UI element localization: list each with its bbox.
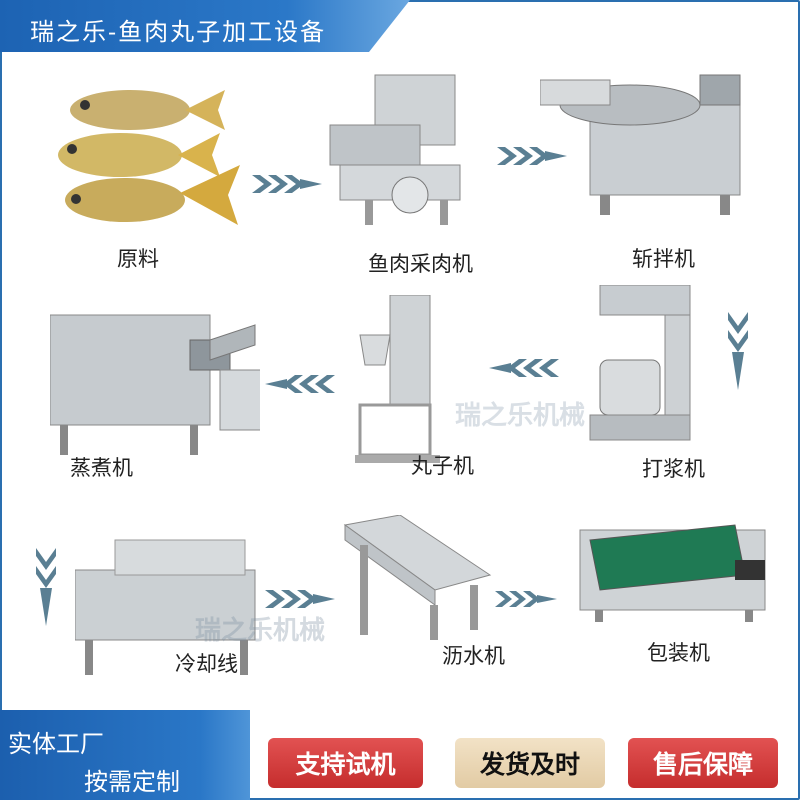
badge-line2: 按需定制 [84,768,180,796]
meat-picker-machine-image [329,74,461,225]
cooling-line-image [75,539,256,675]
trial-button[interactable]: 支持试机 [268,738,423,788]
shipping-button[interactable]: 发货及时 [455,738,605,788]
arrow-left-icon [489,359,559,377]
watermark-text: 瑞之乐机械 [455,401,586,431]
factory-badge: 实体工厂 按需定制 [0,710,250,800]
arrow-down-icon [728,312,748,390]
beater-machine-image [589,285,691,441]
watermark-text: 瑞之乐机械 [195,616,326,646]
arrow-right-icon [265,590,335,608]
arrow-right-icon [497,147,567,165]
packaging-machine-image [579,524,766,622]
step-label: 蒸煮机 [70,456,133,480]
arrow-right-icon [495,591,557,607]
step-label: 丸子机 [411,454,474,478]
ball-forming-machine-image [355,295,440,463]
title-banner [0,0,410,52]
draining-machine-image [343,515,492,640]
arrow-right-icon [252,175,322,193]
step-label: 原料 [117,247,159,271]
arrow-left-icon [265,375,335,393]
after-sales-button[interactable]: 售后保障 [628,738,778,788]
step-label: 斩拌机 [632,247,695,271]
cooking-machine-image [50,314,260,455]
arrow-down-icon [36,548,56,626]
badge-line1: 实体工厂 [8,730,104,758]
step-label: 冷却线 [175,652,238,676]
step-label: 打浆机 [642,457,705,481]
step-label: 包装机 [647,641,710,665]
page-title: 瑞之乐-鱼肉丸子加工设备 [30,18,327,46]
fish-image [58,90,240,225]
chopper-mixer-machine-image [540,74,741,215]
step-label: 沥水机 [442,644,505,668]
step-label: 鱼肉采肉机 [368,252,473,276]
